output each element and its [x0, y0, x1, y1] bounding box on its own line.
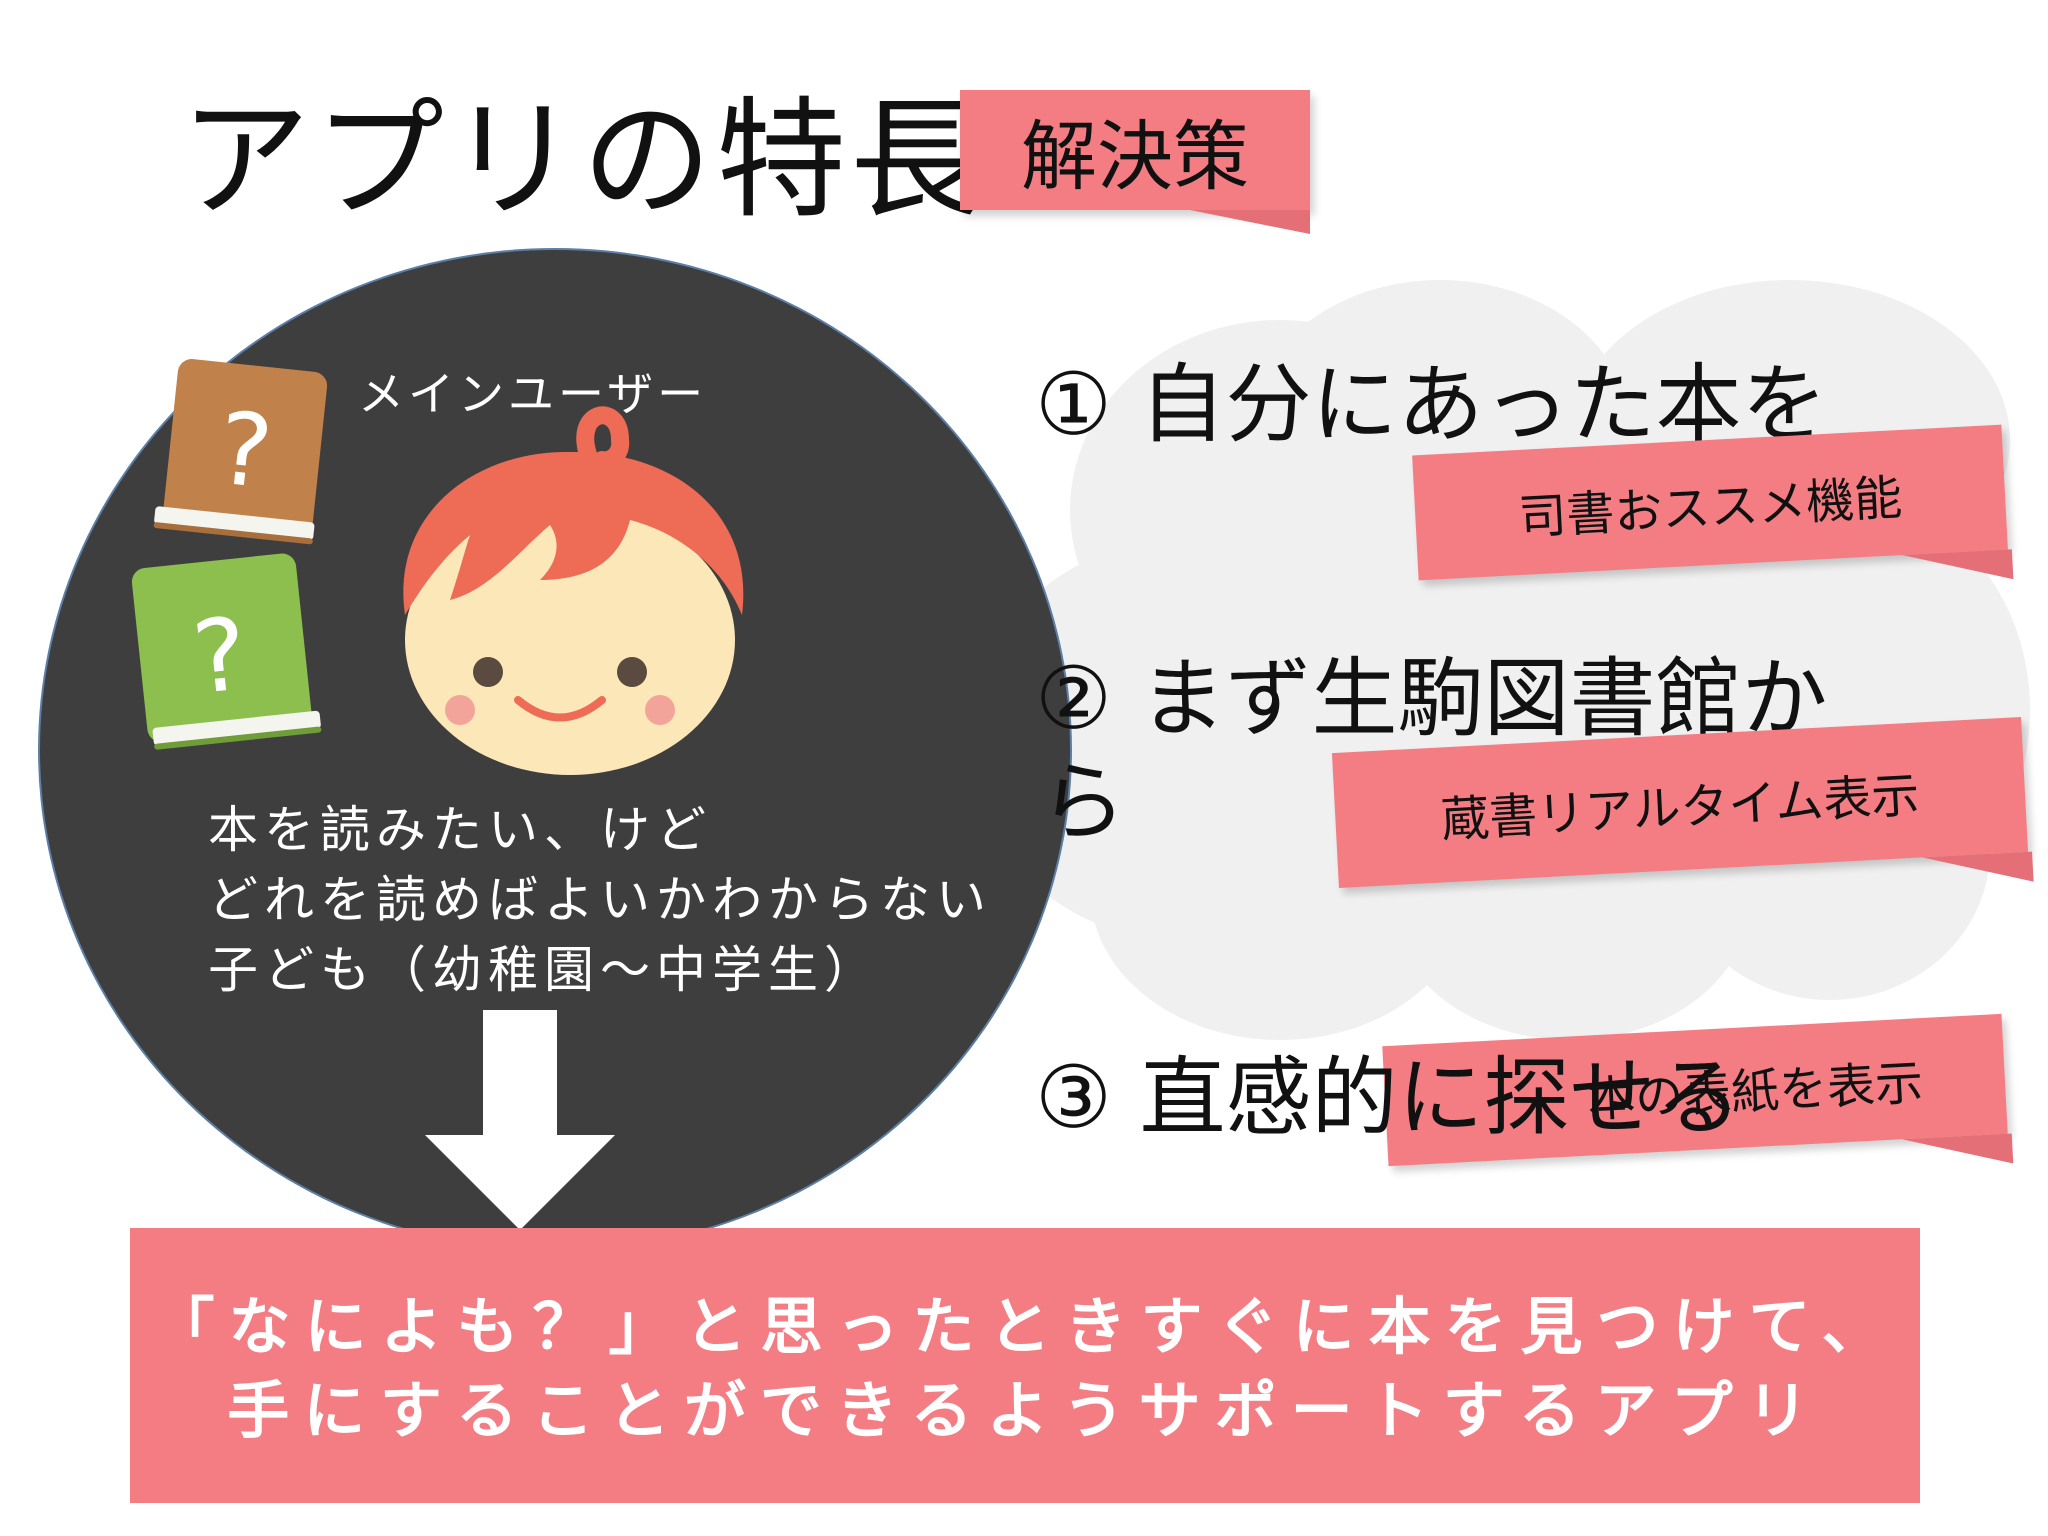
- summary-line-1: 「なによも？」と思ったときすぐに本を見つけて、: [152, 1290, 1898, 1363]
- summary-box: 「なによも？」と思ったときすぐに本を見つけて、 手にすることができるようサポート…: [130, 1228, 1920, 1503]
- feature-2-continued: ら: [1040, 753, 1126, 853]
- feature-2: ② まず生駒図書館か: [1035, 656, 1827, 742]
- feature-2-number: ②: [1035, 649, 1113, 749]
- child-face-icon: [403, 406, 744, 775]
- feature-1-tag-label: 司書おススメ機能: [1517, 469, 1904, 546]
- description-line: 本を読みたい、けど: [208, 801, 712, 859]
- feature-2-tag-label: 蔵書リアルタイム表示: [1439, 767, 1921, 848]
- feature-3: ③ 直感的に探せる: [1035, 1055, 1741, 1141]
- feature-3-number: ③: [1035, 1048, 1113, 1148]
- summary-line-2: 手にすることができるようサポートするアプリ: [227, 1374, 1823, 1447]
- feature-1-number: ①: [1035, 355, 1113, 455]
- main-user-label: メインユーザー: [358, 367, 708, 421]
- user-description: 本を読みたい、けど どれを読めばよいかわからない 子ども（幼稚園～中学生）: [208, 795, 992, 1005]
- solution-tag-label: 解決策: [1021, 112, 1249, 201]
- description-line: どれを読めばよいかわからない: [208, 871, 992, 929]
- page-title: アプリの特長: [180, 84, 985, 236]
- feature-1-text: 自分にあった本を: [1139, 355, 1828, 455]
- down-arrow-icon: [425, 1010, 615, 1230]
- solution-tag: 解決策: [960, 90, 1310, 234]
- feature-3-text: 直感的に探せる: [1139, 1048, 1742, 1148]
- question-mark-2: ?: [188, 595, 253, 717]
- question-book-icon: ?: [131, 553, 322, 750]
- question-book-icon: ?: [153, 359, 328, 545]
- feature-2-text: まず生駒図書館か: [1139, 649, 1828, 749]
- feature-1: ① 自分にあった本を: [1035, 362, 1827, 448]
- question-mark-1: ?: [212, 390, 277, 512]
- description-line: 子ども（幼稚園～中学生）: [208, 941, 880, 999]
